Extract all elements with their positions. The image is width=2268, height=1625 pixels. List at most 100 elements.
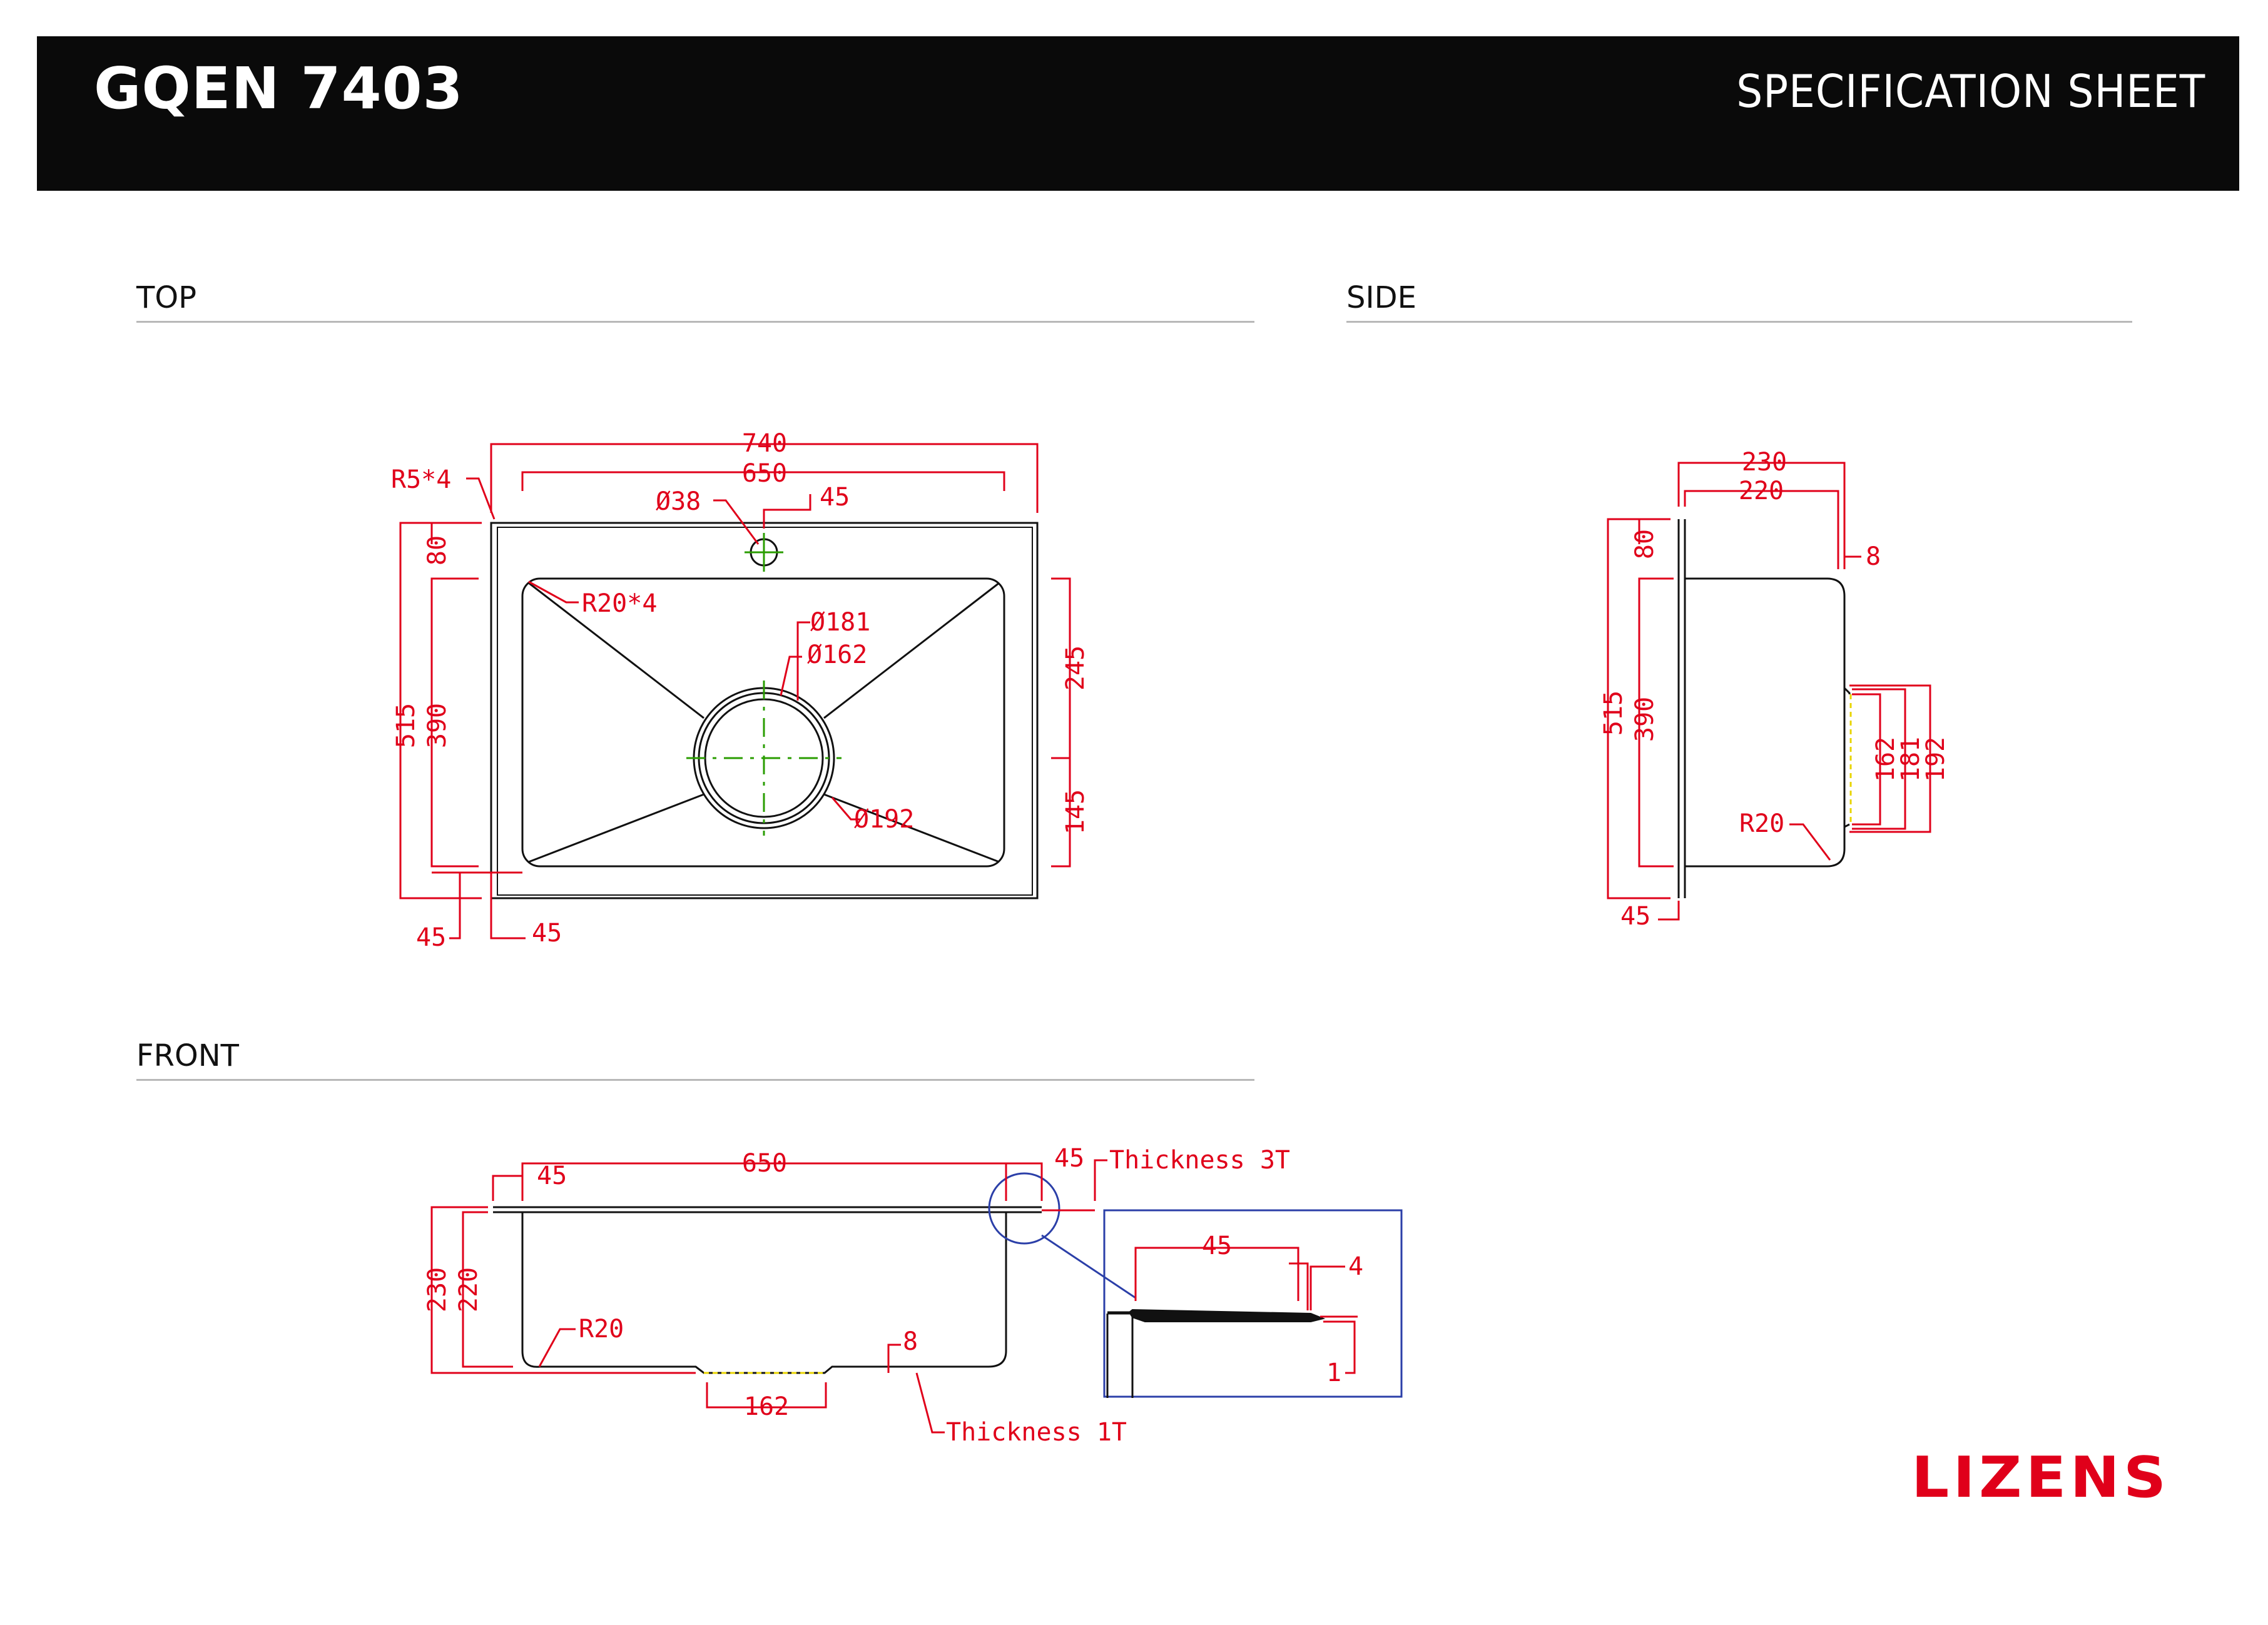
- label-d192: Ø192: [854, 805, 914, 834]
- label-d181: Ø181: [810, 608, 870, 637]
- dim-line-side-181: [1852, 688, 1906, 830]
- top-view: 740 650 R5*4 Ø38 45 R20*4 Ø181 Ø162 Ø192…: [391, 429, 1090, 952]
- label-r20: R20*4: [582, 589, 657, 618]
- front-bowl-outline: [521, 1212, 1007, 1374]
- detail-callout-circle: [988, 1172, 1060, 1245]
- dim-line-side-220: [1684, 490, 1839, 569]
- label-515: 515: [392, 703, 420, 748]
- label-front-8: 8: [903, 1327, 918, 1356]
- section-title-top: TOP: [136, 280, 197, 315]
- dim-line-740: [490, 443, 1039, 513]
- label-145: 145: [1061, 789, 1090, 834]
- side-view: 230 220 8 R20 45 80 515 390 162 181 192: [1599, 448, 1950, 931]
- leader-d38: [713, 499, 760, 545]
- dim-line-front-230: [430, 1206, 696, 1374]
- label-side-80: 80: [1630, 529, 1659, 559]
- label-front-220: 220: [454, 1267, 483, 1312]
- label-thick3: Thickness 3T: [1109, 1146, 1290, 1175]
- section-title-front: FRONT: [136, 1038, 239, 1073]
- dim-line-side-390: [1638, 577, 1674, 868]
- dim-line-side-192: [1849, 684, 1931, 833]
- detail-frame: [1103, 1209, 1403, 1398]
- detail-wall: [1106, 1312, 1134, 1398]
- dim-line-390: [430, 577, 479, 868]
- label-side-192: 192: [1921, 737, 1950, 782]
- leader-d162: [780, 656, 802, 696]
- detail-rim-section: [1128, 1309, 1326, 1322]
- detail-box: 45 4 1: [1103, 1209, 1403, 1398]
- dim-line-515: [399, 522, 482, 899]
- section-rule-side: [1346, 321, 2132, 323]
- dim-line-front-45-left: [492, 1175, 522, 1201]
- label-r5: R5*4: [391, 465, 451, 494]
- label-side-45: 45: [1620, 902, 1650, 931]
- leader-thick1: [915, 1372, 945, 1434]
- dim-line-detail-45: [1134, 1247, 1299, 1301]
- label-side-220: 220: [1739, 477, 1784, 505]
- side-bowl-upper: [1685, 577, 1851, 694]
- dim-line-side-45: [1658, 901, 1680, 921]
- slope-line-bl: [528, 793, 704, 863]
- leader-front-r20: [538, 1328, 576, 1367]
- section-title-side: SIDE: [1346, 280, 1416, 315]
- label-detail-4: 4: [1348, 1252, 1363, 1281]
- label-detail-45: 45: [1202, 1232, 1232, 1260]
- label-front-45-left: 45: [537, 1162, 567, 1190]
- dim-line-front-8: [887, 1344, 901, 1373]
- slope-line-tl: [528, 582, 704, 719]
- leader-side-r20: [1789, 823, 1831, 861]
- label-front-45-right: 45: [1054, 1144, 1084, 1173]
- label-45-right: 45: [532, 919, 562, 948]
- dim-line-detail-4-left: [1289, 1262, 1309, 1310]
- dim-line-front-45-right: [1006, 1162, 1043, 1201]
- dim-line-145: [1051, 757, 1071, 868]
- dim-line-45-left: [449, 873, 461, 939]
- label-front-650: 650: [742, 1149, 787, 1178]
- label-45-left: 45: [416, 923, 446, 952]
- dim-line-front-220: [462, 1211, 513, 1368]
- label-front-162: 162: [744, 1392, 789, 1421]
- slope-line-tr: [823, 582, 1000, 719]
- side-bowl-lower: [1685, 823, 1850, 868]
- label-side-230: 230: [1742, 448, 1787, 477]
- front-view: 650 45 45 Thickness 3T R20 8 162 Thickne…: [423, 1144, 1403, 1447]
- label-side-162: 162: [1871, 737, 1900, 782]
- dim-line-side-230: [1677, 462, 1846, 569]
- dim-line-front-162: [706, 1382, 827, 1409]
- leader-r5: [466, 477, 496, 520]
- dim-line-tap-45: [763, 494, 811, 529]
- label-d38: Ø38: [656, 487, 701, 516]
- label-side-390: 390: [1630, 697, 1659, 742]
- top-inner-rim: [497, 527, 1033, 896]
- label-tap-45: 45: [820, 483, 850, 512]
- brand-logo: LIZENS: [1911, 1445, 2170, 1511]
- label-detail-1: 1: [1326, 1359, 1341, 1387]
- section-rule-top: [136, 321, 1254, 323]
- label-245: 245: [1061, 645, 1090, 691]
- label-side-181: 181: [1896, 737, 1925, 782]
- label-650: 650: [742, 459, 787, 488]
- sheet-title: SPECIFICATION SHEET: [1736, 65, 2205, 118]
- model-name: GQEN 7403: [94, 55, 464, 122]
- label-side-8: 8: [1866, 542, 1881, 571]
- leader-d181: [796, 621, 810, 701]
- dim-line-side-162: [1852, 693, 1881, 826]
- dim-line-650: [521, 471, 1005, 491]
- dim-line-detail-4: [1309, 1265, 1345, 1310]
- top-bowl-outline: [521, 577, 1005, 868]
- slope-line-br: [823, 793, 1000, 863]
- dim-line-detail-1: [1323, 1320, 1356, 1374]
- label-80: 80: [423, 535, 452, 565]
- label-side-r20: R20: [1739, 809, 1784, 838]
- label-front-r20: R20: [579, 1315, 624, 1344]
- header-bar: [37, 36, 2239, 191]
- detail-callout-line: [1041, 1234, 1136, 1299]
- dim-line-front-650: [521, 1162, 1007, 1201]
- section-rule-front: [136, 1079, 1254, 1081]
- label-390: 390: [423, 703, 452, 748]
- label-d162: Ø162: [807, 640, 867, 669]
- leader-r20: [528, 580, 579, 604]
- label-front-230: 230: [423, 1267, 452, 1312]
- label-side-515: 515: [1599, 691, 1628, 736]
